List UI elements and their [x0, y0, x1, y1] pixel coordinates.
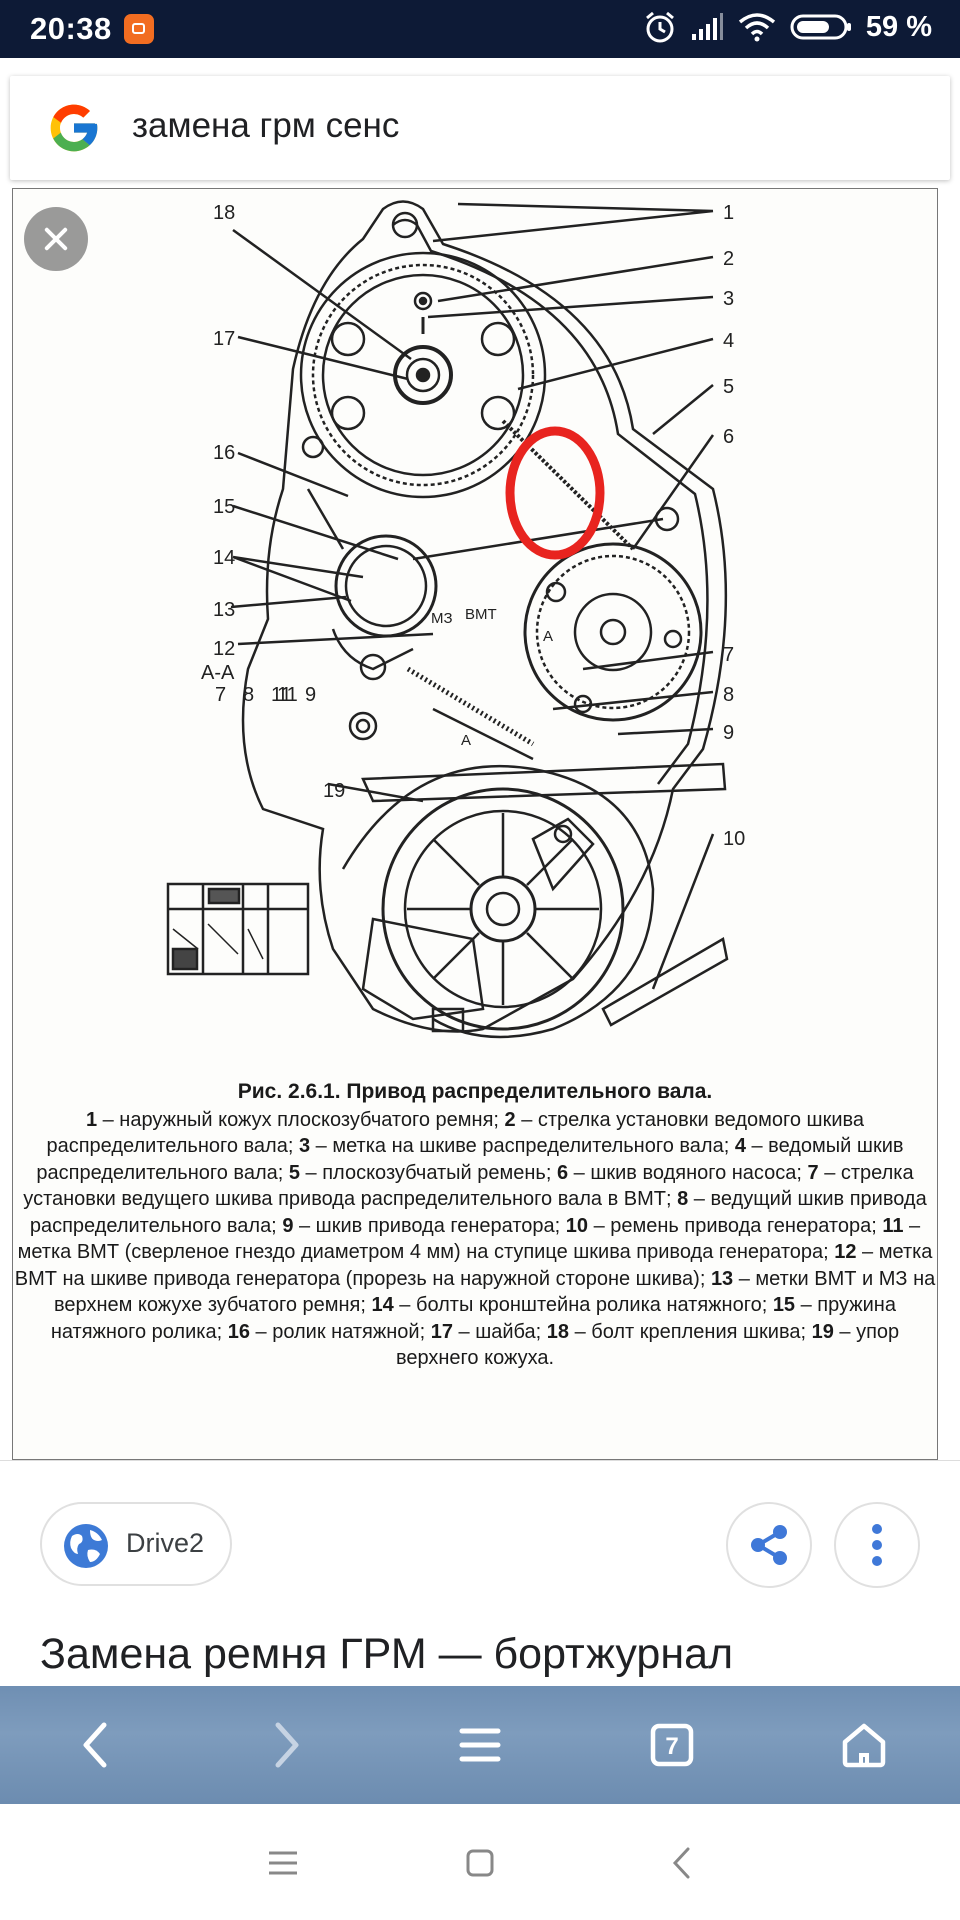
callout-11: 11	[277, 684, 298, 706]
caption-item: 15 – пружина натяжного ролика;	[50, 1294, 896, 1343]
callout-15: 15	[213, 496, 235, 518]
caption-item: 14 – болты кронштейна ролика натяжного;	[371, 1294, 773, 1316]
caption-item: 2 – стрелка установки ведомого шкива рас…	[46, 1108, 865, 1158]
callout-10: 10	[723, 828, 745, 850]
callout-8: 8	[723, 684, 734, 706]
menu-icon	[459, 1728, 501, 1762]
google-g-logo	[50, 104, 98, 152]
section-number-8: 8	[243, 684, 254, 706]
status-time: 20:38	[30, 11, 112, 46]
tab-count: 7	[665, 1733, 678, 1760]
caption-item: 3 – метка на шкиве распределительного ва…	[298, 1135, 735, 1157]
caption-item: 10 – ремень привода генератора;	[565, 1214, 883, 1237]
callout-1: 1	[723, 202, 734, 224]
caption-item: 8 – ведущий шкив привода распределительн…	[29, 1188, 927, 1237]
callout-4: 4	[723, 330, 734, 352]
caption-item: 12 – метка ВМТ на шкиве привода генерато…	[14, 1241, 933, 1290]
callout-17: 17	[213, 328, 235, 350]
status-icons: 59 %	[644, 10, 932, 44]
caption-item: 5 – плоскозубчатый ремень;	[288, 1161, 557, 1184]
wifi-icon	[738, 13, 776, 42]
caption-item: 18 – болт крепления шкива;	[546, 1320, 812, 1343]
caption-item: 11 – метка ВМТ (сверленое гнездо диаметр…	[17, 1214, 921, 1264]
section-number-9: 9	[305, 684, 316, 706]
recents-icon[interactable]	[267, 1850, 299, 1876]
section-number-11: 11	[271, 684, 292, 706]
browser-nav-bar: 7	[0, 1686, 960, 1804]
back-icon	[83, 1722, 107, 1768]
callout-18: 18	[213, 202, 235, 224]
caption-item: 7 – стрелка установки ведущего шкива при…	[23, 1161, 914, 1211]
red-highlight-circle	[505, 426, 605, 560]
result-title[interactable]: Замена ремня ГРМ — бортжурнал	[40, 1630, 734, 1678]
caption-item: 16 – ролик натяжной;	[227, 1320, 431, 1343]
callout-3: 3	[723, 288, 734, 310]
back-triangle-icon[interactable]	[670, 1846, 694, 1880]
search-query[interactable]: замена грм сенс	[132, 106, 400, 145]
callout-19: 19	[323, 780, 345, 802]
caption-item: 4 – ведомый шкив распределительного вала…	[36, 1135, 904, 1184]
caption-item: 9 – шкив привода генератора;	[282, 1214, 566, 1237]
battery-percent: 59 %	[865, 10, 932, 43]
close-icon[interactable]	[24, 207, 88, 271]
battery-icon	[790, 14, 851, 40]
home-icon	[842, 1723, 886, 1768]
callout-5: 5	[723, 376, 734, 398]
home-button[interactable]	[804, 1686, 924, 1804]
more-button[interactable]	[834, 1502, 920, 1588]
callout-14: 14	[213, 547, 235, 569]
callout-9: 9	[723, 722, 734, 744]
divider	[0, 1460, 960, 1461]
callout-13: 13	[213, 599, 235, 621]
result-image[interactable]: 1 2 3 4 5 6 7 8 9 10 11 12 13 14 15 16 1…	[12, 188, 938, 1460]
caption-item: 6 – шкив водяного насоса;	[556, 1161, 808, 1184]
caption-item: 1 – наружный кожух плоскозубчатого ремня…	[85, 1108, 505, 1131]
caption-title: Рис. 2.6.1. Привод распределительного ва…	[237, 1080, 713, 1103]
callout-6: 6	[723, 426, 734, 448]
search-bar[interactable]: замена грм сенс	[10, 76, 950, 180]
timing-belt-diagram: 1 2 3 4 5 6 7 8 9 10 11 12 13 14 15 16 1…	[166, 200, 745, 1039]
section-label: A-A	[201, 662, 235, 684]
caption-item: 13 – метки ВМТ и МЗ на верхнем кожухе зу…	[54, 1267, 936, 1317]
forward-icon	[275, 1722, 299, 1768]
callout-12: 12	[213, 638, 235, 660]
signal-icon	[691, 13, 723, 40]
share-button[interactable]	[726, 1502, 812, 1588]
globe-icon	[64, 1524, 108, 1568]
status-bar: 20:38 59 %	[0, 0, 960, 58]
mi-app-icon	[124, 14, 154, 44]
home-square-icon[interactable]	[465, 1848, 495, 1878]
source-label: Drive2	[126, 1528, 205, 1558]
tabs-button[interactable]: 7	[612, 1686, 732, 1804]
section-number-7: 7	[215, 684, 226, 706]
forward-button[interactable]	[226, 1686, 346, 1804]
system-nav-bar	[0, 1804, 960, 1920]
mark-vmt: ВМТ	[465, 606, 497, 623]
tabs-icon: 7	[650, 1723, 694, 1767]
caption-body: 1 – наружный кожух плоскозубчатого ремня…	[13, 1107, 937, 1372]
callout-7: 7	[723, 644, 734, 666]
alarm-icon	[645, 11, 674, 43]
callout-16: 16	[213, 442, 235, 464]
back-button[interactable]	[36, 1686, 156, 1804]
caption-item: 17 – шайба;	[430, 1320, 547, 1343]
source-chip[interactable]: Drive2	[40, 1502, 232, 1586]
mark-mz: МЗ	[431, 610, 453, 627]
mark-a-bottom: A	[461, 732, 471, 749]
caption-item: 19 – упор верхнего кожуха.	[395, 1320, 900, 1370]
menu-button[interactable]	[420, 1686, 540, 1804]
more-vert-icon	[872, 1524, 882, 1566]
mark-a-top: A	[543, 628, 553, 645]
share-icon	[751, 1525, 787, 1565]
diagram-caption: Рис. 2.6.1. Привод распределительного ва…	[13, 1079, 937, 1372]
callout-2: 2	[723, 248, 734, 270]
